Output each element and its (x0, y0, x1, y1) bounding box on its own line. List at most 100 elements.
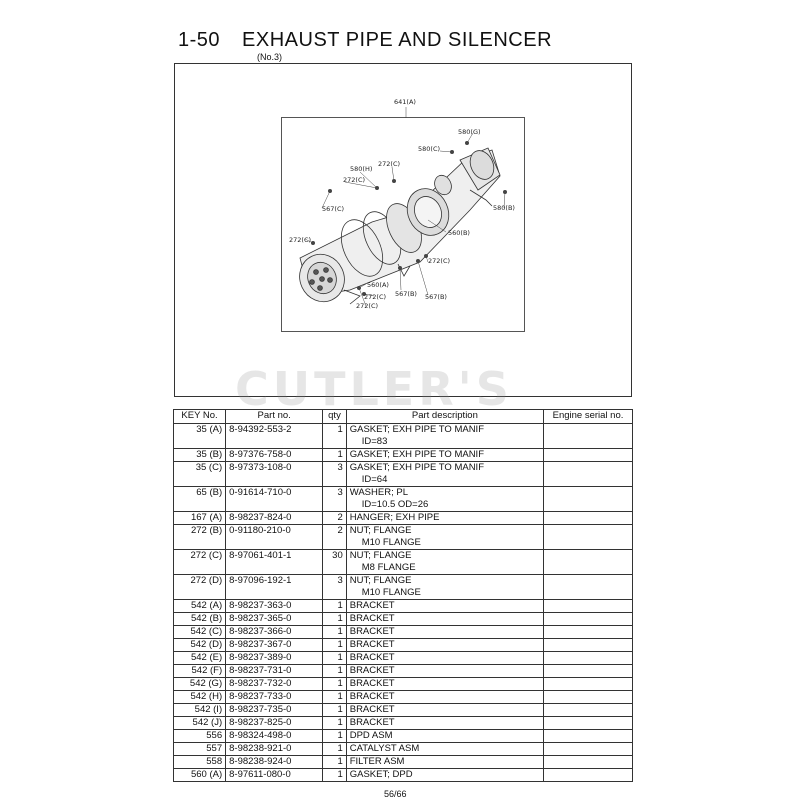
section-title: EXHAUST PIPE AND SILENCER (242, 29, 553, 51)
part-number-cell: 8-98237-366-0 (225, 625, 324, 639)
key-cell: 542 (D) (172, 638, 227, 652)
engine-serial-cell (543, 486, 633, 512)
key-cell: 542 (H) (172, 690, 227, 704)
figure-box (174, 63, 632, 397)
part-number-cell: 8-98324-498-0 (225, 729, 324, 743)
description-line: GASKET; EXH PIPE TO MANIF (349, 424, 485, 435)
description-cell: BRACKET (345, 625, 545, 639)
qty-cell: 3 (322, 574, 347, 600)
engine-serial-cell (543, 703, 633, 717)
key-cell: 272 (B) (172, 524, 227, 550)
key-cell: 557 (172, 742, 227, 756)
engine-serial-cell (543, 524, 633, 550)
part-number-cell: 8-97096-192-1 (225, 574, 324, 600)
engine-serial-cell (543, 755, 633, 769)
engine-serial-cell (543, 448, 633, 462)
part-number-cell: 8-98237-365-0 (225, 612, 324, 626)
part-number-cell: 8-97376-758-0 (225, 448, 324, 462)
bolt-icons (311, 141, 507, 296)
description-detail-line: ID=83 (361, 436, 388, 447)
engine-serial-cell (543, 423, 633, 449)
part-number-cell: 8-98238-924-0 (225, 755, 324, 769)
description-line: BRACKET (349, 639, 395, 650)
qty-cell: 1 (322, 612, 347, 626)
callout-label: 272(C) (378, 160, 400, 168)
qty-cell: 1 (322, 768, 347, 782)
part-number-cell: 0-91180-210-0 (225, 524, 324, 550)
description-line: BRACKET (349, 691, 395, 702)
description-line: HANGER; EXH PIPE (349, 512, 440, 523)
part-number-cell: 8-97061-401-1 (225, 549, 324, 575)
callout-label: 580(C) (418, 145, 440, 153)
part-number-cell: 8-98237-389-0 (225, 651, 324, 665)
key-cell: 558 (172, 755, 227, 769)
key-cell: 542 (C) (172, 625, 227, 639)
diagram-frame (281, 117, 525, 332)
key-cell: 35 (A) (172, 423, 227, 449)
key-cell: 542 (E) (172, 651, 227, 665)
qty-cell: 1 (322, 625, 347, 639)
key-cell: 35 (B) (172, 448, 227, 462)
engine-serial-cell (543, 664, 633, 678)
qty-cell: 1 (322, 716, 347, 730)
key-cell: 272 (C) (172, 549, 227, 575)
description-cell: FILTER ASM (345, 755, 545, 769)
description-detail-line: M8 FLANGE (361, 562, 416, 573)
header-part-no: Part no. (225, 409, 324, 424)
header-key-no: KEY No. (172, 409, 227, 424)
engine-serial-cell (543, 677, 633, 691)
key-cell: 542 (B) (172, 612, 227, 626)
callout-labels: 641(A) 580(G) 580(C) 272(C) 580(H) 272(C… (289, 98, 515, 310)
description-line: GASKET; EXH PIPE TO MANIF (349, 462, 485, 473)
description-line: BRACKET (349, 652, 395, 663)
engine-serial-cell (543, 690, 633, 704)
description-cell: HANGER; EXH PIPE (345, 511, 545, 525)
qty-cell: 1 (322, 703, 347, 717)
table-header-row: KEY No. Part no. qty Part description En… (172, 409, 633, 424)
description-line: WASHER; PL (349, 487, 408, 498)
engine-serial-cell (543, 716, 633, 730)
watermark: CUTLER'S (235, 362, 513, 416)
part-number-cell: 0-91614-710-0 (225, 486, 324, 512)
description-cell: BRACKET (345, 638, 545, 652)
qty-cell: 1 (322, 448, 347, 462)
description-cell: BRACKET (345, 612, 545, 626)
part-number-cell: 8-98237-732-0 (225, 677, 324, 691)
description-cell: BRACKET (345, 716, 545, 730)
qty-cell: 1 (322, 664, 347, 678)
qty-cell: 1 (322, 638, 347, 652)
key-cell: 35 (C) (172, 461, 227, 487)
callout-label: 580(G) (458, 128, 481, 136)
description-cell: DPD ASM (345, 729, 545, 743)
header-qty: qty (322, 409, 347, 424)
description-cell: BRACKET (345, 690, 545, 704)
callout-label: 560(A) (367, 281, 389, 289)
qty-cell: 1 (322, 742, 347, 756)
key-cell: 542 (F) (172, 664, 227, 678)
key-cell: 542 (I) (172, 703, 227, 717)
description-detail-line: M10 FLANGE (361, 537, 421, 548)
qty-cell: 1 (322, 729, 347, 743)
description-cell: BRACKET (345, 599, 545, 613)
description-line: FILTER ASM (349, 756, 405, 767)
qty-cell: 3 (322, 461, 347, 487)
part-number-cell: 8-98237-735-0 (225, 703, 324, 717)
description-line: DPD ASM (349, 730, 393, 741)
part-number-cell: 8-98237-367-0 (225, 638, 324, 652)
key-cell: 560 (A) (172, 768, 227, 782)
description-line: BRACKET (349, 626, 395, 637)
